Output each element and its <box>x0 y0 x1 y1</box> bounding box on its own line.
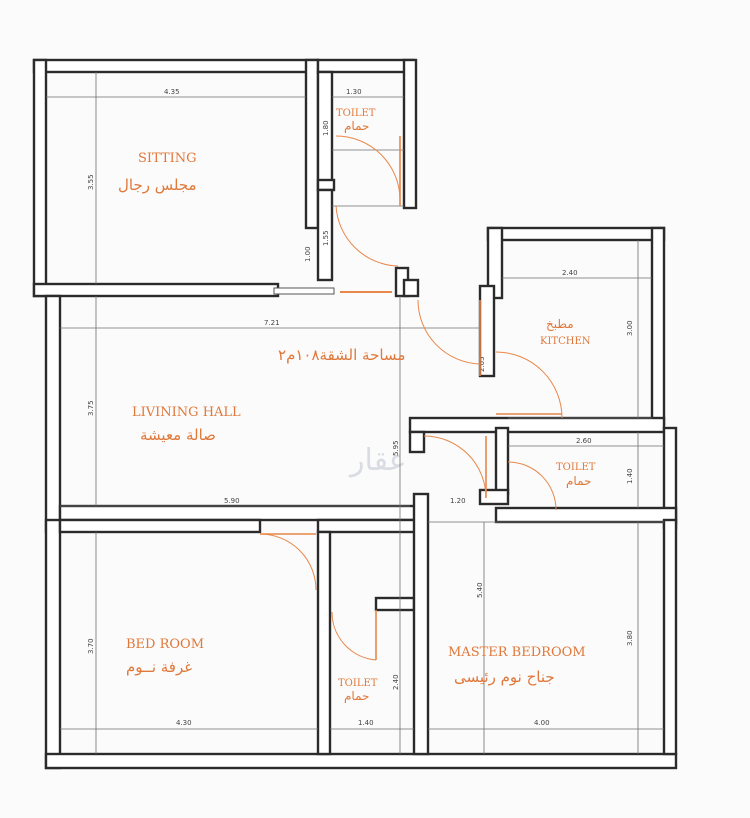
door-hall-swing <box>423 435 487 499</box>
dim-bedroom-width: 4.30 <box>176 719 192 727</box>
wall-toilet-top-north <box>316 58 416 74</box>
door-corridor-swing <box>335 205 399 267</box>
wall-toilet-mid-corner <box>478 488 510 506</box>
toilet-bottom-label-en: TOILET <box>338 678 378 689</box>
sliding-door-sitting <box>273 287 335 295</box>
dim-bedroom-height: 3.70 <box>87 638 95 654</box>
area-label: مساحة الشقة١٠٨م٢ <box>278 346 405 364</box>
wall-north-sitting <box>32 58 320 74</box>
bedroom-label-ar: غرفة نــوم <box>126 658 192 676</box>
wall-west-living <box>44 294 62 534</box>
wall-bedroom-north-2 <box>316 518 418 534</box>
toilet-mid-label-en: TOILET <box>556 462 596 473</box>
sitting-label-ar: مجلس رجال <box>118 176 197 194</box>
dimension-lines <box>46 72 664 754</box>
kitchen-label-ar: مطبخ <box>546 317 574 331</box>
dim-toilet-mid-width: 2.60 <box>576 437 592 445</box>
sitting-label-en: SITTING <box>138 151 197 166</box>
watermark: عقار <box>348 443 407 478</box>
door-toilet-mid-swing <box>507 461 557 511</box>
toilet-bottom-label-ar: حمام <box>344 689 369 703</box>
wall-corridor-corner <box>402 278 420 298</box>
wall-kitchen-south <box>408 416 666 434</box>
dim-living-width: 7.21 <box>264 319 280 327</box>
living-label-ar: صالة معيشة <box>140 426 216 444</box>
dim-hall-height: 5.95 <box>392 440 400 456</box>
dim-living-width-2: 5.90 <box>224 497 240 505</box>
dim-kitchen-width: 2.40 <box>562 269 578 277</box>
master-label-ar: جناح نوم رئيسى <box>454 668 555 686</box>
wall-kitchen-north <box>486 226 666 242</box>
dim-corridor-height: 1.55 <box>322 230 330 246</box>
dim-kitchen-height: 3.00 <box>626 320 634 336</box>
living-label-en: LIVINING HALL <box>132 405 241 420</box>
wall-toilet-mid-south <box>494 506 678 524</box>
dim-master-height: 3.80 <box>626 630 634 646</box>
wall-sitting-east <box>304 58 320 230</box>
master-label-en: MASTER BEDROOM <box>448 645 586 660</box>
wall-west-bedroom <box>44 518 62 770</box>
door-toilet-top-swing <box>335 135 401 201</box>
dim-master-height-2: 5.40 <box>476 582 484 598</box>
door-toilet-bottom-swing <box>331 611 377 661</box>
dim-corridor-width: 1.00 <box>304 246 312 262</box>
wall-master-west <box>412 492 430 756</box>
door-kitchen-swing-a <box>417 299 481 365</box>
toilet-top-label-ar: حمام <box>344 119 369 133</box>
wall-sitting-south <box>32 282 280 298</box>
wall-hall-west-stub <box>408 430 426 454</box>
dim-toilet-top-height: 1.80 <box>322 120 330 136</box>
kitchen-label-en: KITCHEN <box>540 336 591 347</box>
toilet-top-label-en: TOILET <box>336 108 376 119</box>
door-bedroom-swing <box>259 533 317 591</box>
dim-hall-width: 1.20 <box>450 497 466 505</box>
toilet-mid-label-ar: حمام <box>566 474 591 488</box>
dim-toilet-bottom-height: 2.40 <box>392 674 400 690</box>
dim-sitting-height: 3.55 <box>87 174 95 190</box>
wall-south <box>44 752 678 770</box>
wall-master-east <box>662 518 678 756</box>
bedroom-label-en: BED ROOM <box>126 637 204 652</box>
dim-toilet-mid-height: 1.40 <box>626 468 634 484</box>
wall-bedroom-east <box>316 530 332 756</box>
wall-toilet-mid-west <box>494 426 510 496</box>
wall-west-sitting <box>32 58 48 298</box>
wall-toilet-top-east <box>402 58 418 210</box>
walls <box>32 58 678 770</box>
wall-kitchen-east <box>650 226 666 426</box>
dim-sitting-width: 4.35 <box>164 88 180 96</box>
wall-corridor-west <box>316 188 334 282</box>
wall-toilet-top-stub <box>316 178 336 192</box>
wall-toilet-bottom-north <box>374 596 416 612</box>
dim-living-height: 3.75 <box>87 400 95 416</box>
dim-master-width: 4.00 <box>534 719 550 727</box>
door-kitchen-swing-b <box>495 351 563 419</box>
doors <box>259 135 563 661</box>
wall-bedroom-north <box>58 518 262 534</box>
dim-toilet-top-width: 1.30 <box>346 88 362 96</box>
dim-toilet-bottom-width: 1.40 <box>358 719 374 727</box>
dim-kitchen-door: 2.05 <box>478 356 486 372</box>
wall-living-south <box>58 504 418 522</box>
